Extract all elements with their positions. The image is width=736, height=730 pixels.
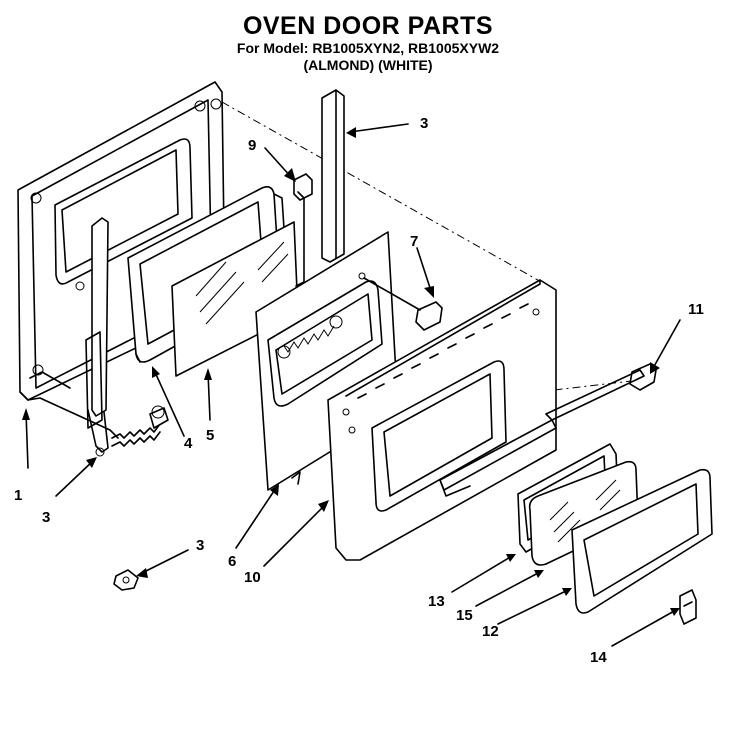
part-vent-trim (545, 363, 657, 421)
leader-lines (25, 123, 681, 647)
part-hinge-left (85, 217, 109, 457)
callout-3-hinge: 3 (42, 509, 50, 526)
callout-3-channel: 3 (420, 115, 428, 132)
callout-7: 7 (410, 233, 418, 250)
callout-6: 6 (228, 553, 236, 570)
callout-10: 10 (244, 569, 261, 586)
part-outer-glass (528, 460, 639, 566)
part-bracket (679, 589, 697, 625)
callout-3-screw: 3 (196, 537, 204, 554)
callout-15: 15 (456, 607, 473, 624)
callout-14: 14 (590, 649, 607, 666)
callout-12: 12 (482, 623, 499, 640)
callout-13: 13 (428, 593, 445, 610)
model-line: For Model: RB1005XYN2, RB1005XYW2 (236, 40, 500, 56)
part-outer-door-panel (327, 279, 557, 561)
callout-1: 1 (14, 487, 22, 504)
part-screw (113, 569, 139, 591)
callout-5: 5 (206, 427, 214, 444)
door-vent-slots (357, 303, 529, 399)
part-door-channel (295, 89, 345, 287)
part-outer-window-frame (571, 468, 713, 614)
leader-arrowheads (22, 127, 680, 616)
diagram-title: OVEN DOOR PARTS (242, 12, 494, 40)
callout-11: 11 (688, 301, 704, 318)
callout-4: 4 (184, 435, 193, 452)
part-hinge-spring (111, 405, 169, 447)
part-door-latch (363, 277, 443, 331)
color-line: (ALMOND) (WHITE) (303, 57, 433, 73)
callout-9: 9 (248, 137, 256, 154)
